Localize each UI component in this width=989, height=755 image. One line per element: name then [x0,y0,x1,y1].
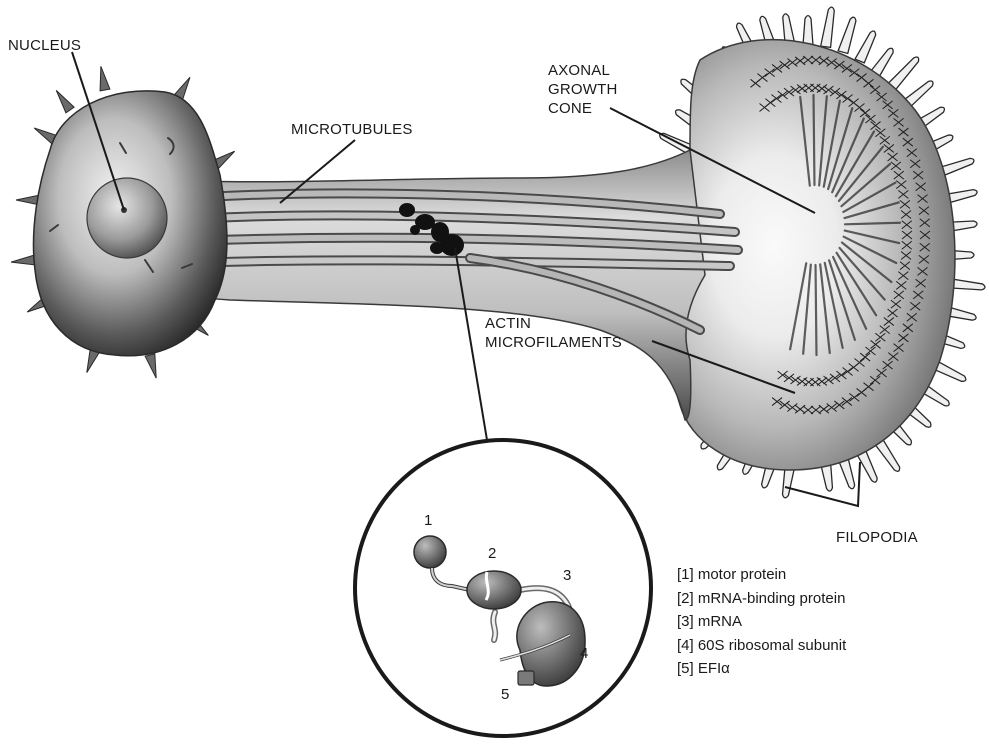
legend-item-ef1-alpha: [5] EFIα [677,657,846,681]
motor-protein [414,536,446,568]
filopodium [803,16,813,45]
filopodium [838,17,856,53]
nucleus-shape [87,178,167,258]
cell-body-spike [56,90,74,113]
label-filopodia: FILOPODIA [836,528,918,547]
cell-body-spike [11,255,35,265]
filopodium [855,31,876,63]
ef1-alpha [518,671,534,685]
cell-body-spike [145,354,156,378]
cone-ray [816,265,817,355]
inset-number-2: 2 [488,545,496,562]
legend-item-mrna: [3] mRNA [677,610,846,634]
label-growth-cone: AXONAL GROWTH CONE [548,61,618,118]
filopodium [821,7,835,47]
inset-number-3: 3 [563,567,571,584]
inset-number-4: 4 [580,645,588,662]
cone-ray [814,95,815,185]
legend-item-ribosomal-subunit: [4] 60S ribosomal subunit [677,634,846,658]
cell-body-spike [100,66,110,91]
label-nucleus: NUCLEUS [8,36,81,55]
cone-ray [845,223,900,225]
mrna-binding-protein [467,571,521,609]
label-actin: ACTIN MICROFILAMENTS [485,314,622,352]
legend: [1] motor protein [2] mRNA-binding prote… [677,563,846,681]
label-microtubules: MICROTUBULES [291,120,413,139]
legend-item-mrna-binding-protein: [2] mRNA-binding protein [677,587,846,611]
inset-number-5: 5 [501,686,509,703]
legend-item-motor-protein: [1] motor protein [677,563,846,587]
inset-number-1: 1 [424,512,432,529]
